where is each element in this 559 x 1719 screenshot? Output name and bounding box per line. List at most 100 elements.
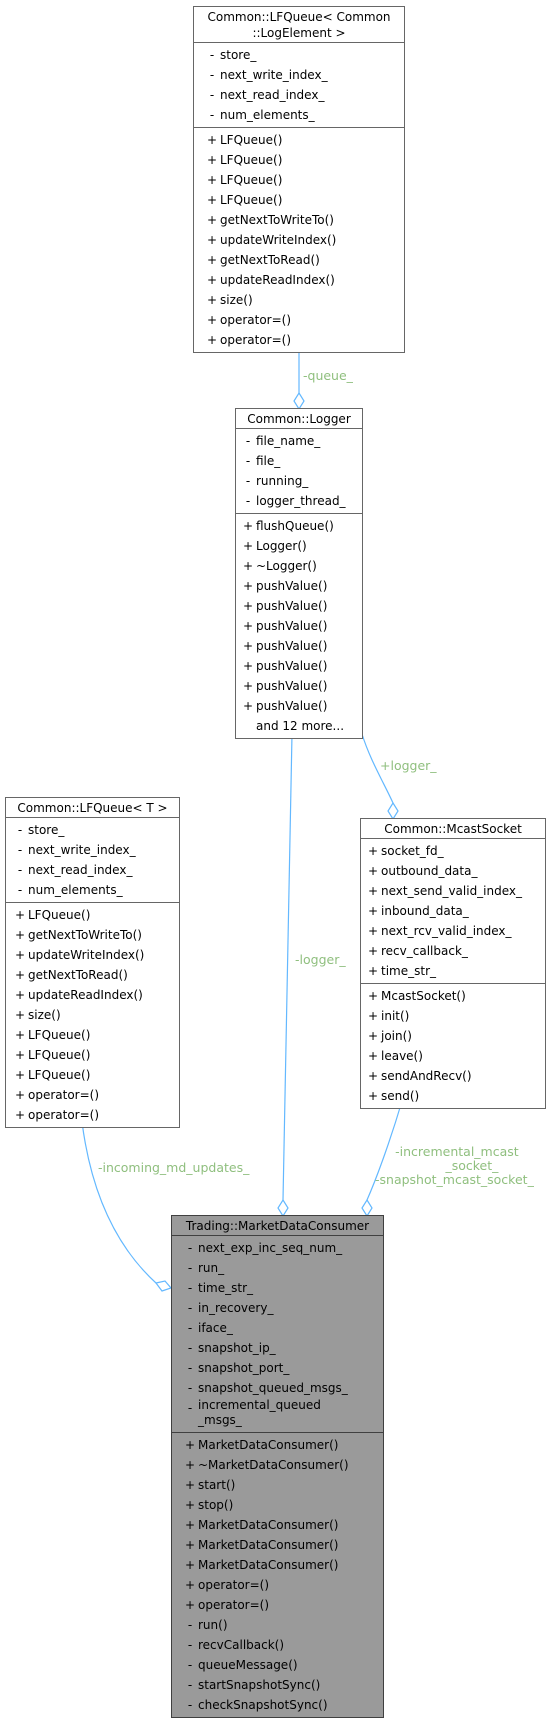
method-row: +pushValue() (240, 616, 362, 636)
method-name: stop() (198, 1498, 234, 1512)
method-name: MarketDataConsumer() (198, 1558, 339, 1572)
method-row: +McastSocket() (365, 986, 545, 1006)
method-name: MarketDataConsumer() (198, 1538, 339, 1552)
visibility-marker: - (187, 1401, 193, 1415)
visibility-marker: + (184, 1578, 196, 1592)
visibility-marker: + (14, 908, 26, 922)
visibility-marker: + (184, 1538, 196, 1552)
attribute-row: -run_ (182, 1258, 383, 1278)
method-row: +getNextToRead() (12, 965, 179, 985)
visibility-marker: - (187, 1361, 193, 1375)
attribute-name: next_send_valid_index_ (381, 884, 523, 898)
visibility-marker: + (184, 1458, 196, 1472)
visibility-marker: + (14, 948, 26, 962)
visibility-marker: - (187, 1281, 193, 1295)
method-name: operator=() (198, 1598, 270, 1612)
methods-section: +MarketDataConsumer()+~MarketDataConsume… (172, 1432, 383, 1717)
visibility-marker: + (206, 313, 218, 327)
method-row: +updateWriteIndex() (12, 945, 179, 965)
method-row: +MarketDataConsumer() (182, 1515, 383, 1535)
attribute-row: +next_send_valid_index_ (365, 881, 545, 901)
diamond-logger-mdc (277, 1198, 289, 1218)
visibility-marker: + (14, 1068, 26, 1082)
attribute-row: -next_write_index_ (12, 840, 179, 860)
attribute-name: num_elements_ (220, 108, 315, 122)
method-name: McastSocket() (381, 989, 466, 1003)
attribute-row: +inbound_data_ (365, 901, 545, 921)
visibility-marker: - (187, 1638, 193, 1652)
method-name: pushValue() (256, 659, 328, 673)
diamond-incoming (154, 1280, 173, 1292)
visibility-marker: + (14, 968, 26, 982)
attribute-row: -running_ (240, 471, 362, 491)
attribute-row: +next_rcv_valid_index_ (365, 921, 545, 941)
visibility-marker: - (245, 474, 251, 488)
method-name: pushValue() (256, 579, 328, 593)
class-market-data-consumer[interactable]: Trading::MarketDataConsumer -next_exp_in… (171, 1215, 384, 1718)
attributes-section: -store_ -next_write_index_-next_read_inde… (6, 818, 179, 902)
visibility-marker: + (242, 619, 254, 633)
visibility-marker: + (206, 133, 218, 147)
visibility-marker: - (209, 68, 215, 82)
visibility-marker: - (187, 1301, 193, 1315)
method-name: leave() (381, 1049, 423, 1063)
method-name: start() (198, 1478, 236, 1492)
edge-label-logger-mcast: +logger_ (380, 758, 437, 773)
method-name: operator=() (28, 1088, 100, 1102)
attribute-name: snapshot_queued_msgs_ (198, 1381, 348, 1395)
visibility-marker: + (367, 989, 379, 1003)
visibility-marker: - (209, 88, 215, 102)
edge-mcast-mdc (366, 1100, 403, 1201)
diamond-mcast-mdc (361, 1198, 373, 1218)
visibility-marker: + (242, 679, 254, 693)
attribute-name: incremental_queued _msgs_ (198, 1398, 321, 1427)
visibility-marker: + (206, 273, 218, 287)
method-name: operator=() (198, 1578, 270, 1592)
visibility-marker: - (187, 1678, 193, 1692)
method-name: Logger() (256, 539, 307, 553)
method-row: +pushValue() (240, 636, 362, 656)
class-title-line2: ::LogElement > (252, 26, 346, 40)
attribute-name: next_read_index_ (28, 863, 133, 877)
edge-label-logger-mdc: -logger_ (295, 952, 346, 967)
method-name: queueMessage() (198, 1658, 298, 1672)
method-row: +pushValue() (240, 676, 362, 696)
method-name: LFQueue() (28, 1068, 91, 1082)
visibility-marker: + (206, 193, 218, 207)
attribute-name: store_ (28, 823, 65, 837)
class-title-line1: Common::LFQueue< Common (207, 10, 391, 24)
method-row: +operator=() (204, 310, 404, 330)
method-row: +LFQueue() (12, 1025, 179, 1045)
visibility-marker: + (242, 559, 254, 573)
method-row: +init() (365, 1006, 545, 1026)
method-row: +~MarketDataConsumer() (182, 1455, 383, 1475)
method-name: join() (381, 1029, 412, 1043)
class-lfqueue-logelement[interactable]: Common::LFQueue< Common ::LogElement > -… (193, 6, 405, 353)
visibility-marker: + (184, 1498, 196, 1512)
visibility-marker: - (17, 823, 23, 837)
attributes-section: +socket_fd_+outbound_data_+next_send_val… (361, 839, 545, 983)
method-row: +LFQueue() (204, 170, 404, 190)
method-name: flushQueue() (256, 519, 334, 533)
attributes-section: -store_-next_write_index_-next_read_inde… (194, 43, 404, 127)
class-logger[interactable]: Common::Logger -file_name_-file_-running… (235, 408, 363, 739)
class-mcast-socket[interactable]: Common::McastSocket +socket_fd_+outbound… (360, 818, 546, 1109)
visibility-marker: + (14, 928, 26, 942)
attribute-name: num_elements_ (28, 883, 123, 897)
attribute-name: running_ (256, 474, 309, 488)
method-row: -checkSnapshotSync() (182, 1695, 383, 1715)
attribute-name: next_write_index_ (220, 68, 328, 82)
attribute-row: +outbound_data_ (365, 861, 545, 881)
method-name: pushValue() (256, 679, 328, 693)
method-row: -startSnapshotSync() (182, 1675, 383, 1695)
visibility-marker: + (367, 1089, 379, 1103)
visibility-marker: + (206, 333, 218, 347)
method-row: +pushValue() (240, 696, 362, 716)
method-name: LFQueue() (220, 133, 283, 147)
method-name: LFQueue() (220, 173, 283, 187)
attributes-section: -file_name_-file_-running_-logger_thread… (236, 429, 362, 513)
visibility-marker: - (187, 1241, 193, 1255)
visibility-marker: + (14, 1108, 26, 1122)
attribute-row: -next_read_index_ (12, 860, 179, 880)
class-lfqueue-t[interactable]: Common::LFQueue< T > -store_-next_write_… (5, 797, 180, 1128)
